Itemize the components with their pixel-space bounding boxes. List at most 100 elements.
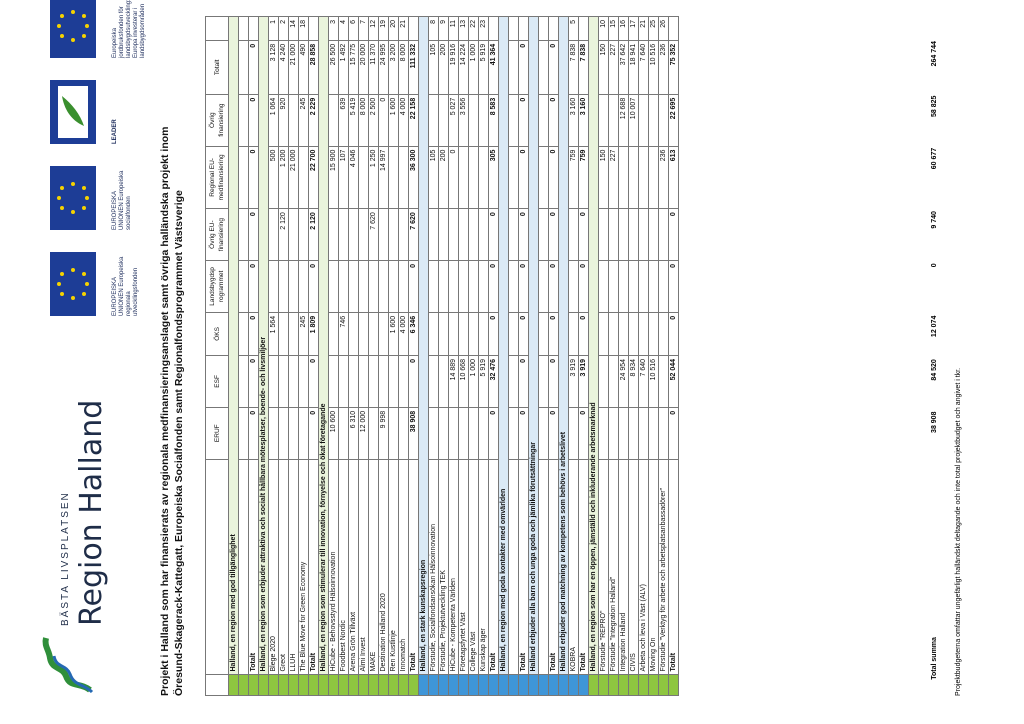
- section-color-marker: [348, 675, 359, 696]
- section-color-marker: [588, 675, 599, 696]
- amount-cell: [238, 146, 249, 209]
- table-row: [238, 16, 249, 696]
- amount-cell: 920: [278, 94, 289, 147]
- project-number-cell: 17: [628, 16, 639, 41]
- amount-cell: 7 640: [638, 40, 649, 95]
- section-color-marker: [578, 675, 589, 696]
- amount-cell: 10 516: [648, 40, 659, 95]
- project-name-cell: Totalt: [248, 459, 259, 675]
- amount-cell: 7 838: [568, 40, 579, 95]
- section-title: Halland, en region med goda kontakter me…: [498, 16, 509, 675]
- halland-map-icon: [42, 637, 94, 694]
- grand-total-value: 9 740: [931, 211, 938, 229]
- grand-total-value: 264 744: [931, 41, 938, 67]
- section-header-row: Halland, en stark kunskapsregion: [418, 16, 429, 696]
- project-number-cell: 12: [368, 16, 379, 41]
- amount-cell: 105: [428, 40, 439, 95]
- table-row: Förstudie "Verktyg för arbete och arbets…: [658, 16, 669, 696]
- amount-cell: 4 000: [398, 312, 409, 356]
- project-number-cell: [248, 16, 259, 41]
- project-number-cell: 22: [468, 16, 479, 41]
- amount-cell: [398, 260, 409, 313]
- table-row: [508, 16, 519, 696]
- amount-cell: [618, 208, 629, 261]
- project-number-cell: 18: [298, 16, 309, 41]
- project-number-cell: 25: [648, 16, 659, 41]
- amount-cell: [358, 208, 369, 261]
- project-name-cell: [538, 459, 549, 675]
- amount-cell: 0: [548, 94, 559, 147]
- section-color-marker: [408, 675, 419, 696]
- amount-cell: [358, 312, 369, 356]
- project-name-cell: Totalt: [578, 459, 589, 675]
- amount-cell: 0: [308, 407, 319, 460]
- amount-cell: 18 941: [628, 40, 639, 95]
- amount-cell: 0: [668, 208, 679, 261]
- grand-total-value: 0: [931, 263, 938, 268]
- project-name-cell: CIVIS: [628, 459, 639, 675]
- amount-cell: [448, 260, 459, 313]
- amount-cell: [428, 260, 439, 313]
- amount-cell: [468, 208, 479, 261]
- amount-cell: 41 364: [488, 40, 499, 95]
- amount-cell: [388, 260, 399, 313]
- amount-cell: [298, 208, 309, 261]
- amount-cell: 0: [518, 40, 529, 95]
- amount-cell: [598, 94, 609, 147]
- section-header-row: Halland, en region med goda kontakter me…: [498, 16, 509, 696]
- amount-cell: 0: [248, 208, 259, 261]
- column-header: [205, 16, 229, 41]
- project-name-cell: Förstudie, Socialfondsansökan Hälsoinnov…: [428, 459, 439, 675]
- amount-cell: [598, 312, 609, 356]
- section-title: Halland, en region som har en öppen, jäm…: [588, 16, 599, 675]
- amount-cell: [638, 208, 649, 261]
- amount-cell: [628, 208, 639, 261]
- amount-cell: [438, 407, 449, 460]
- amount-cell: 75 352: [668, 40, 679, 95]
- amount-cell: [328, 260, 339, 313]
- amount-cell: 236: [658, 40, 669, 95]
- section-header-row: Halland erbjuder god matchning av kompet…: [558, 16, 569, 696]
- grand-total-value: 38 908: [931, 411, 938, 433]
- amount-cell: [478, 146, 489, 209]
- section-title: Halland, en region som erbjuder attrakti…: [258, 16, 269, 675]
- section-color-marker: [328, 675, 339, 696]
- section-color-marker: [528, 675, 539, 696]
- section-color-marker: [548, 675, 559, 696]
- section-color-marker: [248, 675, 259, 696]
- amount-cell: 3 160: [578, 94, 589, 147]
- project-name-cell: Förstudie "REPRO": [598, 459, 609, 675]
- amount-cell: 3 200: [388, 40, 399, 95]
- amount-cell: [538, 260, 549, 313]
- section-color-marker: [418, 675, 429, 696]
- project-name-cell: Totalt: [488, 459, 499, 675]
- amount-cell: 24 954: [618, 355, 629, 408]
- eu-regional-fund-caption: EUROPEISKA UNIONEN Europeiska regionala …: [112, 256, 139, 316]
- amount-cell: 0: [248, 355, 259, 408]
- amount-cell: [538, 312, 549, 356]
- amount-cell: 111 332: [408, 40, 419, 95]
- amount-cell: 107: [338, 146, 349, 209]
- section-color-marker: [598, 675, 609, 696]
- section-color-marker: [558, 675, 569, 696]
- amount-cell: 7 620: [408, 208, 419, 261]
- leader-logo: LEADER: [50, 80, 118, 144]
- amount-cell: [468, 407, 479, 460]
- eu-agricultural-fund-caption: Europeiska jordbruksfonden för landsbygd…: [112, 0, 146, 58]
- amount-cell: [598, 260, 609, 313]
- footnote: Projektbudgeterna omfattar ungefärligt h…: [955, 367, 962, 696]
- amount-cell: [438, 312, 449, 356]
- project-number-cell: 4: [338, 16, 349, 41]
- grand-total-row: Total summa 38 908 84 520 12 074 0 9 740…: [930, 16, 939, 696]
- section-color-marker: [498, 675, 509, 696]
